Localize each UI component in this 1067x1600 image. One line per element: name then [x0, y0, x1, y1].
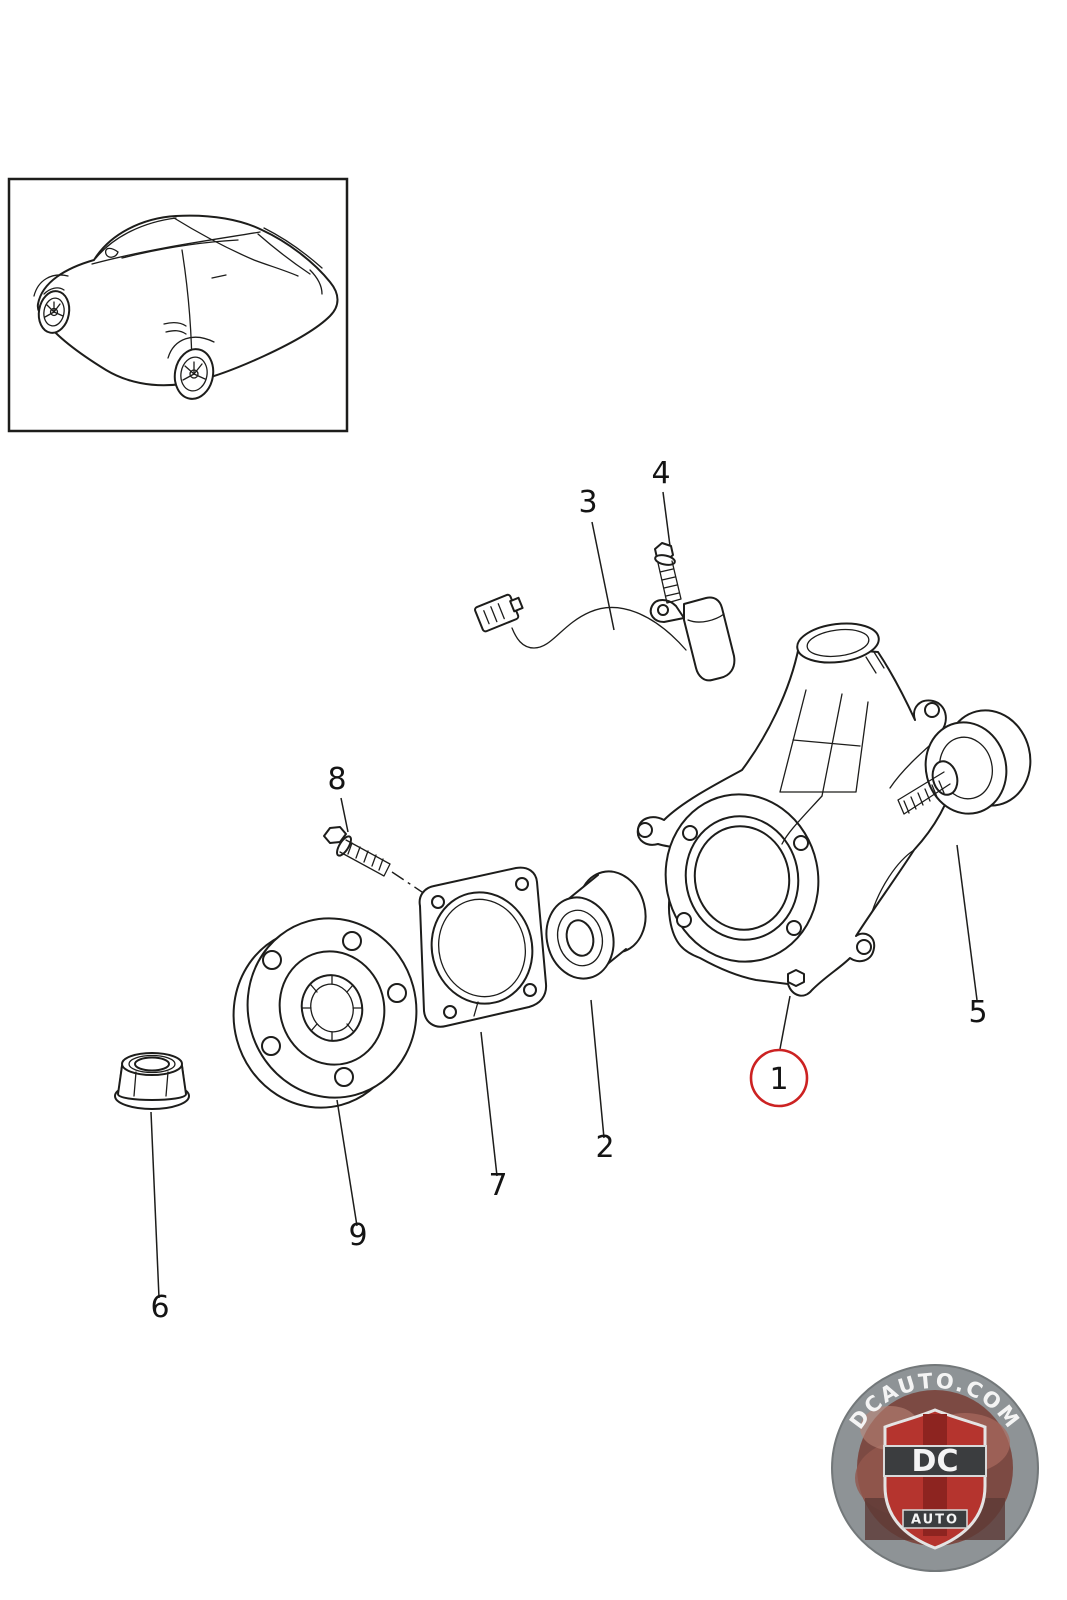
wheel-carrier-1-drawing [636, 622, 960, 997]
leader-2 [590, 999, 605, 1139]
leader-5 [956, 844, 978, 1001]
ball-joint-5-drawing [897, 709, 1032, 815]
shield-sub-band [902, 1509, 968, 1529]
callout-9[interactable]: 9 [348, 1218, 367, 1253]
leader-9 [336, 1099, 358, 1227]
bolt-8-drawing [323, 826, 391, 877]
car-line-drawing [33, 214, 339, 400]
car-front-wheel [37, 290, 71, 334]
car-rear-wheel [173, 348, 215, 400]
leader-4 [662, 491, 671, 547]
leader-8 [340, 797, 349, 833]
callout-7[interactable]: 7 [488, 1168, 507, 1203]
nut-6-drawing [114, 1052, 190, 1110]
callout-4[interactable]: 4 [651, 456, 670, 491]
callout-6[interactable]: 6 [150, 1290, 169, 1325]
callouts: 3 4 8 5 1 2 7 9 6 [150, 456, 988, 1325]
logo-shield: DC AUTO [883, 1408, 987, 1550]
hub-9-drawing [232, 917, 418, 1109]
bearing-2-drawing [545, 870, 647, 980]
shield-initials: DC [912, 1444, 959, 1479]
callout-1[interactable]: 1 [769, 1062, 788, 1097]
leader-6 [150, 1111, 160, 1299]
leader-3 [591, 521, 615, 631]
exploded-diagram [114, 542, 1032, 1110]
sensor-connector [474, 593, 524, 633]
leader-1 [779, 995, 791, 1050]
shield-sub-text: AUTO [911, 1513, 959, 1528]
shield-band [883, 1445, 987, 1477]
abs-sensor-3-drawing [474, 593, 736, 682]
vehicle-thumbnail [7, 177, 349, 433]
highlight-circle-1 [749, 1048, 809, 1108]
callout-5[interactable]: 5 [968, 995, 987, 1030]
bolt-4-drawing [654, 542, 682, 604]
callout-2[interactable]: 2 [595, 1130, 614, 1165]
leader-7 [480, 1031, 498, 1177]
callout-8[interactable]: 8 [327, 762, 346, 797]
plate-7-drawing [418, 866, 548, 1028]
callout-3[interactable]: 3 [578, 485, 597, 520]
vendor-logo-badge: DCAUTO.COM DC AUTO [831, 1364, 1039, 1572]
